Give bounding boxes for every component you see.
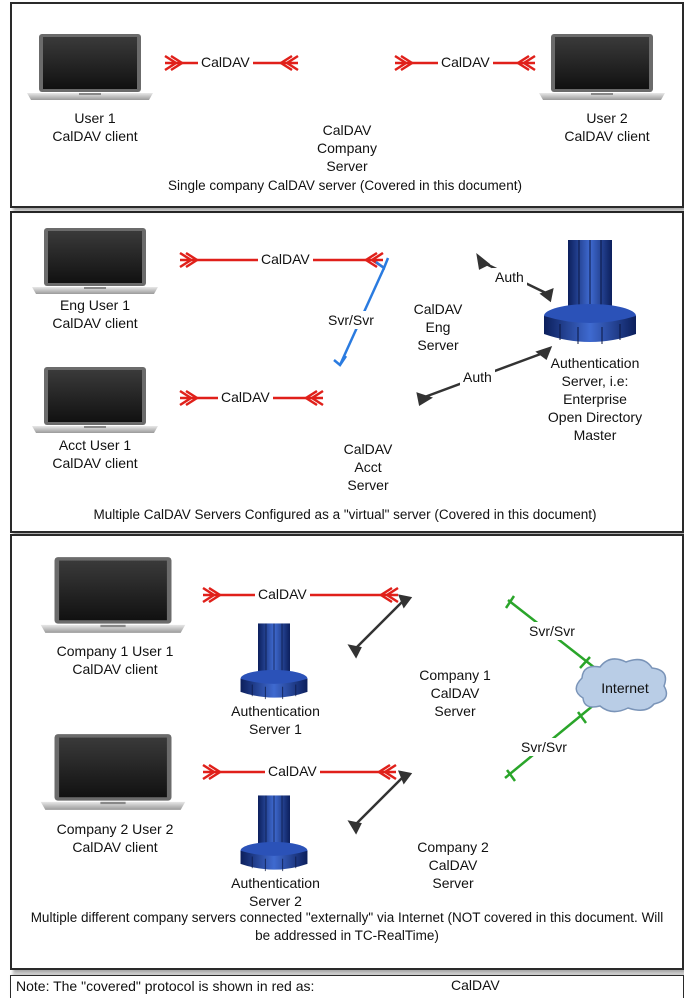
auth-server-label: Authentication Server, i.e: Enterprise O… bbox=[547, 355, 643, 443]
server-tower-icon bbox=[328, 366, 418, 438]
eng-user-label: Eng User 1 CalDAV client bbox=[52, 297, 138, 331]
server-tower-icon bbox=[302, 8, 392, 108]
auth-edge-eng bbox=[476, 252, 554, 303]
company1-user-label: Company 1 User 1 CalDAV client bbox=[56, 643, 174, 677]
server-tower-icon bbox=[402, 550, 502, 662]
user1-label: User 1 CalDAV client bbox=[52, 110, 138, 144]
acct-server-label: CalDAV Acct Server bbox=[343, 441, 393, 493]
authentication-server-icon bbox=[540, 238, 640, 348]
caldav-label: CalDAV bbox=[255, 585, 310, 603]
company2-server-label: Company 2 CalDAV Server bbox=[417, 839, 489, 891]
server-tower-icon bbox=[400, 722, 500, 834]
laptop-icon bbox=[25, 33, 155, 101]
svr-svr-label: Svr/Svr bbox=[526, 622, 578, 640]
laptop-icon bbox=[30, 227, 160, 295]
authentication-server-icon bbox=[228, 794, 320, 874]
auth-label: Auth bbox=[492, 268, 527, 286]
auth-edge-c1 bbox=[347, 594, 413, 659]
panel1-caption: Single company CalDAV server (Covered in… bbox=[168, 178, 522, 193]
company1-server-label: Company 1 CalDAV Server bbox=[419, 667, 491, 719]
auth-edge-c2 bbox=[347, 770, 413, 835]
auth-server1-label: Authentication Server 1 bbox=[231, 703, 320, 737]
auth-server2-label: Authentication Server 2 bbox=[231, 875, 320, 909]
note-text: Note: The "covered" protocol is shown in… bbox=[16, 978, 315, 994]
laptop-icon bbox=[30, 366, 160, 434]
auth-label: Auth bbox=[460, 368, 495, 386]
company2-user-label: Company 2 User 2 CalDAV client bbox=[56, 821, 174, 855]
note-sample-label: CalDAV bbox=[448, 976, 503, 994]
caldav-label: CalDAV bbox=[198, 53, 253, 71]
user2-label: User 2 CalDAV client bbox=[564, 110, 650, 144]
laptop-icon bbox=[38, 556, 188, 634]
caldav-label: CalDAV bbox=[218, 388, 273, 406]
laptop-icon bbox=[537, 33, 667, 101]
panel2-caption: Multiple CalDAV Servers Configured as a … bbox=[93, 507, 597, 522]
eng-server-label: CalDAV Eng Server bbox=[413, 301, 463, 353]
svr-svr-label: Svr/Svr bbox=[325, 311, 377, 329]
internet-cloud-icon bbox=[575, 658, 668, 713]
authentication-server-icon bbox=[228, 622, 320, 702]
caldav-label: CalDAV bbox=[265, 762, 320, 780]
laptop-icon bbox=[38, 733, 188, 811]
acct-user-label: Acct User 1 CalDAV client bbox=[52, 437, 138, 471]
svr-svr-label: Svr/Svr bbox=[518, 738, 570, 756]
caldav-label: CalDAV bbox=[258, 250, 313, 268]
caldav-label: CalDAV bbox=[438, 53, 493, 71]
panel3-caption: Multiple different company servers conne… bbox=[30, 910, 664, 943]
server-tower-icon bbox=[388, 224, 478, 296]
internet-label: Internet bbox=[601, 680, 649, 696]
company-server-label: CalDAV Company Server bbox=[317, 122, 377, 174]
